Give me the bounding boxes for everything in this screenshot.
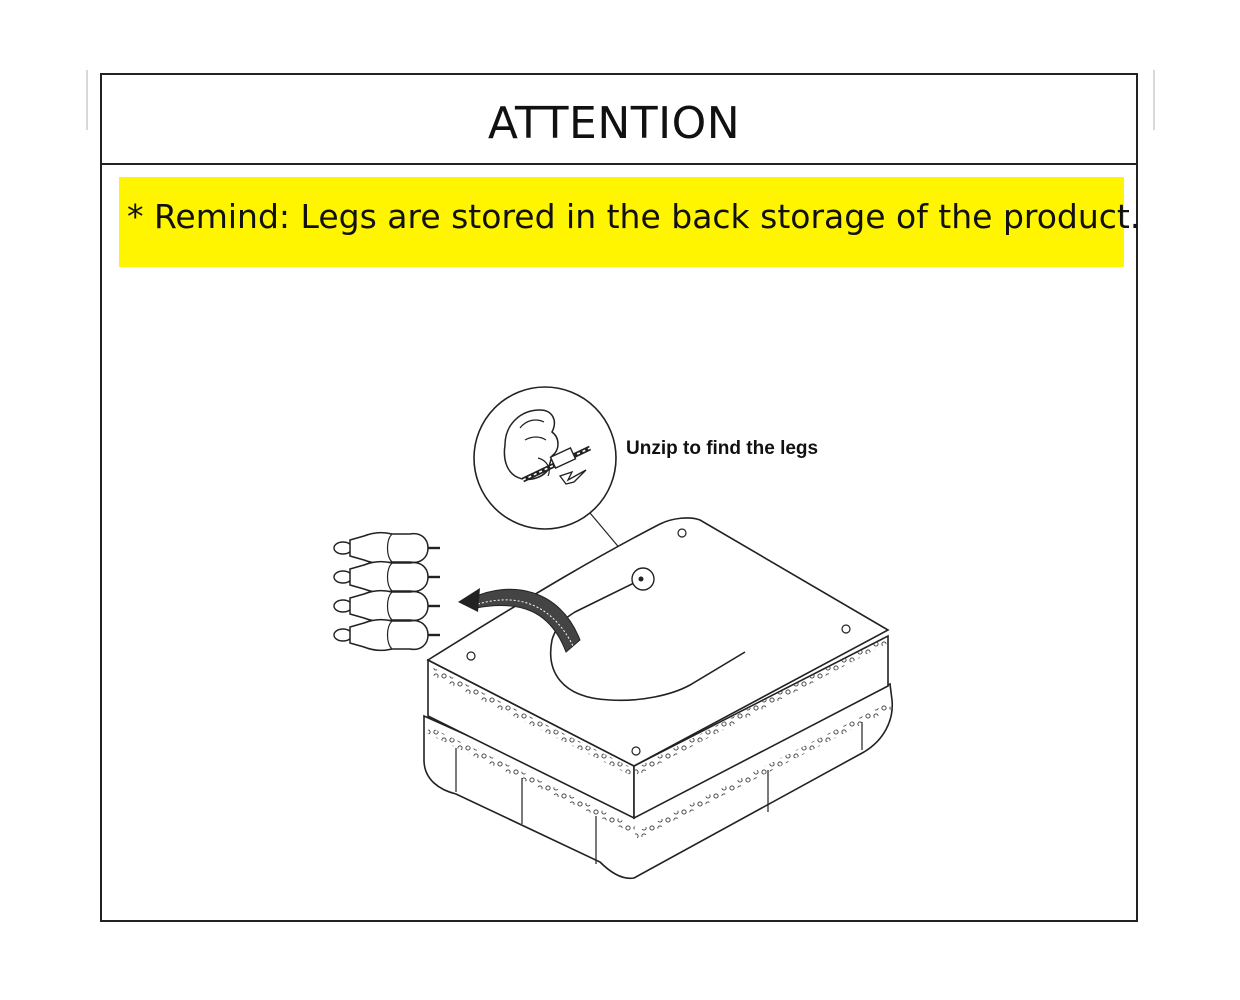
header-divider <box>100 163 1138 165</box>
attention-panel <box>100 73 1138 922</box>
page-title: ATTENTION <box>487 98 741 149</box>
leg-icon <box>333 531 440 652</box>
callout-text: Unzip to find the legs <box>626 438 818 459</box>
remind-banner: * Remind: Legs are stored in the back st… <box>119 177 1140 267</box>
ottoman-icon <box>423 517 894 880</box>
arrow-icon <box>458 588 581 653</box>
scan-edge-left <box>86 70 88 130</box>
scan-edge-right <box>1153 70 1155 130</box>
zipper-hand-icon <box>473 386 617 530</box>
